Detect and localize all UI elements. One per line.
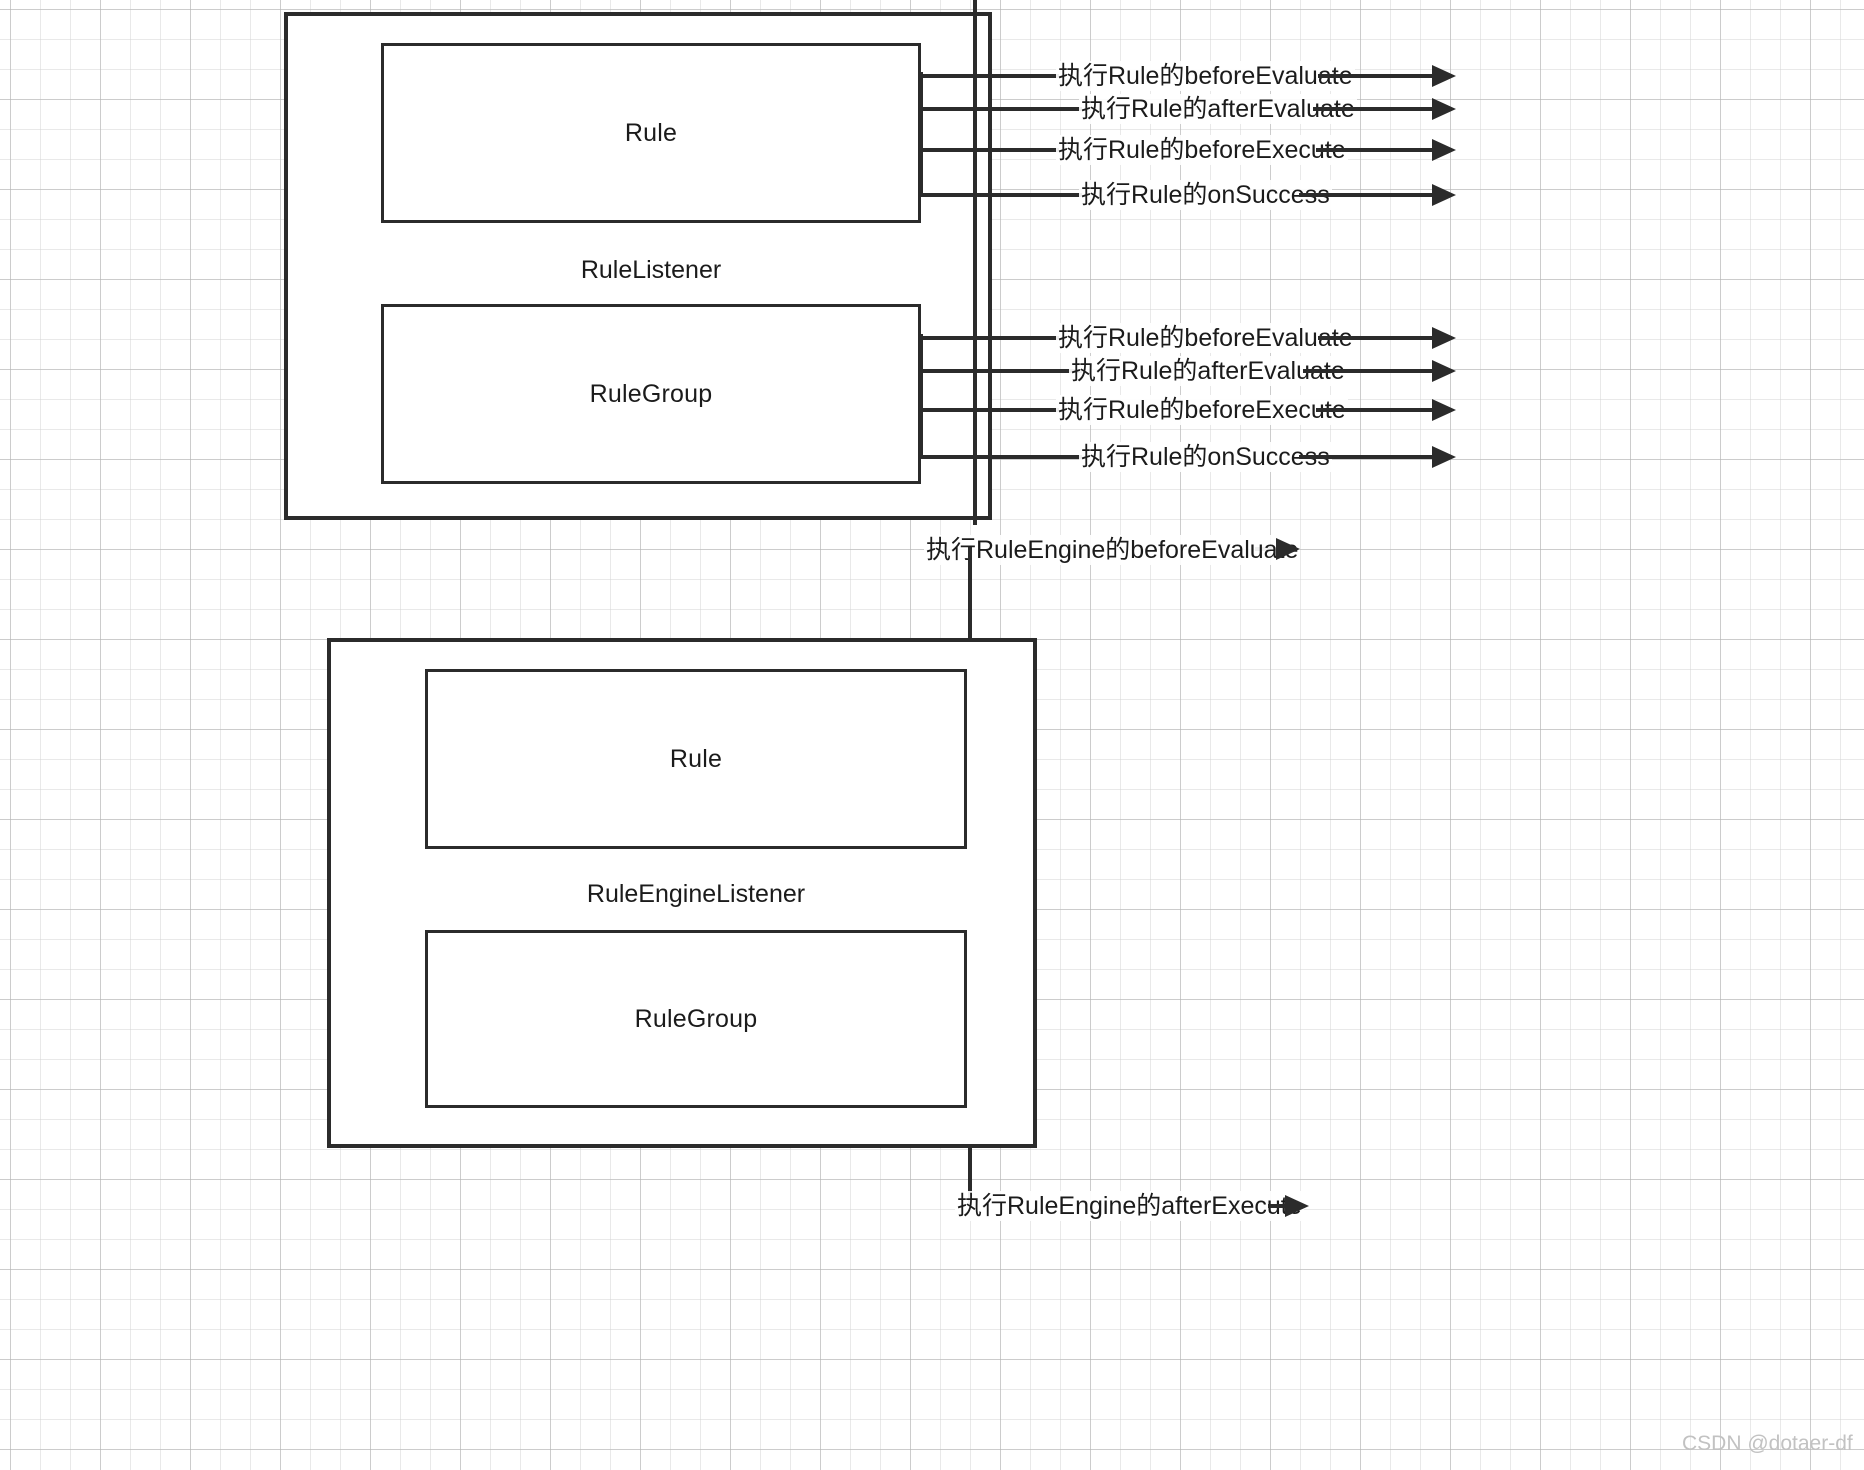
rule-engine-after-line bbox=[1268, 1204, 1298, 1208]
rulegroup-callback-line-4 bbox=[1299, 455, 1440, 459]
rule-box-top: Rule bbox=[381, 43, 921, 223]
rule-callback-bus bbox=[973, 0, 977, 525]
rule-callback-line-4 bbox=[1299, 193, 1440, 197]
rule-callback-label-2: 执行Rule的afterEvaluate bbox=[1079, 94, 1357, 124]
rule-box-bottom-label: Rule bbox=[669, 744, 723, 773]
rule-callback-line-1 bbox=[1318, 74, 1440, 78]
watermark-text: CSDN @dotaer-df bbox=[1682, 1432, 1853, 1455]
rulegroup-callback-arrow-4 bbox=[1432, 446, 1456, 468]
rule-callback-label-4: 执行Rule的onSuccess bbox=[1079, 180, 1332, 210]
rulegroup-callback-label-2: 执行Rule的afterEvaluate bbox=[1069, 356, 1347, 386]
rulegroup-callback-stub-3 bbox=[919, 408, 1059, 412]
rule-callback-line-2 bbox=[1313, 107, 1440, 111]
rule-callback-stub-1 bbox=[919, 74, 1059, 78]
rule-engine-before-arrow bbox=[1276, 538, 1300, 560]
rulegroup-callback-arrow-3 bbox=[1432, 399, 1456, 421]
rulegroup-box-top-label: RuleGroup bbox=[589, 379, 713, 408]
rulegroup-box-bottom: RuleGroup bbox=[425, 930, 967, 1108]
rule-callback-arrow-3 bbox=[1432, 139, 1456, 161]
rule-callback-stub-2 bbox=[919, 107, 1082, 111]
rulegroup-callback-line-3 bbox=[1316, 408, 1440, 412]
rule-callback-stub-4 bbox=[919, 193, 1082, 197]
rule-engine-before-label: 执行RuleEngine的beforeEvaluate bbox=[924, 535, 1301, 565]
rule-engine-after-arrow bbox=[1285, 1195, 1309, 1217]
rule-callback-label-1: 执行Rule的beforeEvaluate bbox=[1056, 61, 1355, 91]
rulegroup-callback-arrow-2 bbox=[1432, 360, 1456, 382]
rulegroup-callback-label-1: 执行Rule的beforeEvaluate bbox=[1056, 323, 1355, 353]
rulegroup-callback-stub-1 bbox=[919, 336, 1059, 340]
rule-engine-after-trunk bbox=[968, 1148, 972, 1205]
rule-engine-after-label: 执行RuleEngine的afterExecute bbox=[955, 1191, 1304, 1221]
rule-engine-listener-label: RuleEngineListener bbox=[586, 880, 806, 908]
rule-engine-before-trunk bbox=[968, 547, 972, 640]
rule-callback-stub-3 bbox=[919, 148, 1059, 152]
rule-callback-line-3 bbox=[1316, 148, 1440, 152]
rule-box-bottom: Rule bbox=[425, 669, 967, 849]
rulegroup-callback-line-2 bbox=[1303, 369, 1440, 373]
rule-callback-arrow-2 bbox=[1432, 98, 1456, 120]
rule-callback-arrow-1 bbox=[1432, 65, 1456, 87]
rulegroup-callback-stub-2 bbox=[919, 369, 1082, 373]
rulegroup-box-bottom-label: RuleGroup bbox=[634, 1004, 758, 1033]
rule-callback-arrow-4 bbox=[1432, 184, 1456, 206]
rulegroup-callback-line-1 bbox=[1318, 336, 1440, 340]
rulegroup-box-top: RuleGroup bbox=[381, 304, 921, 484]
rulegroup-callback-stub-4 bbox=[919, 455, 1082, 459]
rulegroup-callback-label-4: 执行Rule的onSuccess bbox=[1079, 442, 1332, 472]
rulegroup-callback-label-3: 执行Rule的beforeExecute bbox=[1056, 395, 1348, 425]
rulegroup-callback-trunk bbox=[919, 334, 923, 458]
rule-callback-trunk bbox=[919, 72, 923, 196]
rule-box-top-label: Rule bbox=[624, 118, 678, 147]
rule-listener-label: RuleListener bbox=[580, 256, 722, 284]
rule-callback-label-3: 执行Rule的beforeExecute bbox=[1056, 135, 1348, 165]
rulegroup-callback-arrow-1 bbox=[1432, 327, 1456, 349]
